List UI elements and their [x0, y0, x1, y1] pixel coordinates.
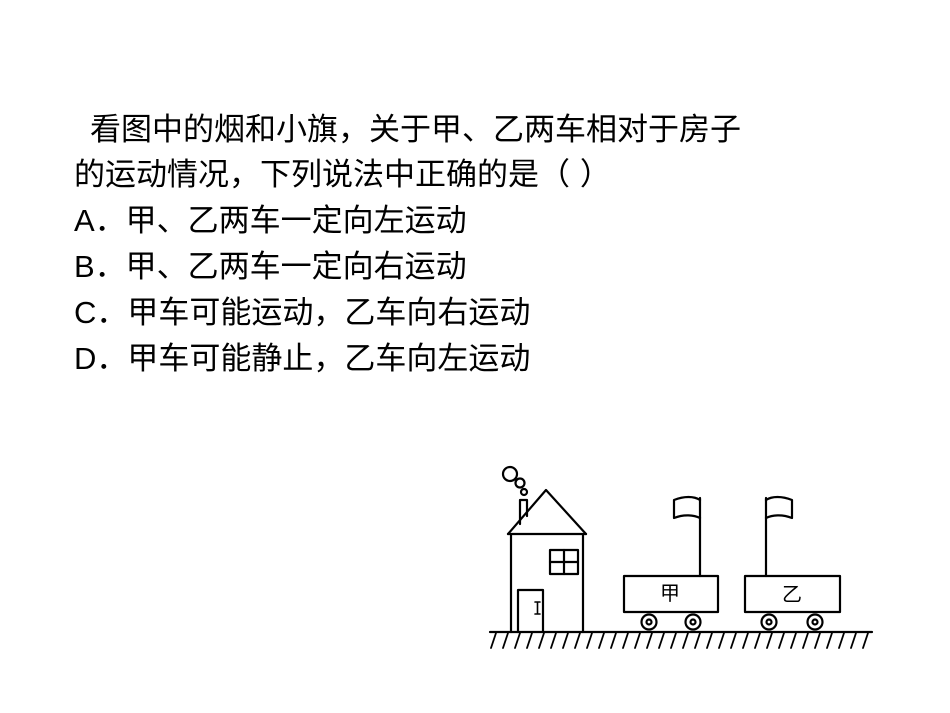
- smoke-puffs: [501, 465, 529, 497]
- option-a-text: ．甲、乙两车一定向左运动: [94, 203, 467, 239]
- option-c-letter: C: [74, 295, 97, 330]
- cart-jia-label: 甲: [660, 581, 680, 605]
- house-wall: [506, 532, 588, 634]
- smoke-puff-small: [519, 487, 529, 497]
- cart-yi: 乙: [743, 495, 842, 631]
- house-roof: [506, 488, 588, 536]
- house-and-carts-figure: 甲 乙: [488, 465, 874, 649]
- option-d-text: ．甲车可能静止，乙车向左运动: [96, 341, 531, 377]
- option-c: C．甲车可能运动，乙车向右运动: [74, 290, 894, 336]
- cart-yi-body: [743, 574, 842, 614]
- cart-yi-label: 乙: [782, 582, 802, 606]
- option-b-text: ．甲、乙两车一定向右运动: [94, 249, 467, 285]
- cart-yi-wheels: [760, 613, 824, 631]
- option-d: D．甲车可能静止，乙车向左运动: [74, 336, 894, 382]
- house-window: [548, 548, 580, 576]
- ground: [488, 630, 874, 649]
- question-stem-line-2: 的运动情况，下列说法中正确的是（ ）: [74, 157, 611, 193]
- cart-jia-body: [622, 574, 720, 614]
- smoke-puff-large: [501, 465, 519, 483]
- option-c-text: ．甲车可能运动，乙车向右运动: [96, 295, 531, 331]
- option-b-letter: B: [74, 249, 95, 284]
- option-a: A．甲、乙两车一定向左运动: [74, 198, 894, 244]
- question-block: 看图中的烟和小旗，关于甲、乙两车相对于房子 的运动情况，下列说法中正确的是（ ）…: [74, 108, 894, 382]
- option-a-letter: A: [74, 203, 95, 238]
- question-stem-line-1: 看图中的烟和小旗，关于甲、乙两车相对于房子: [90, 112, 741, 148]
- flag-jia: [672, 495, 702, 578]
- chimney: [518, 498, 529, 526]
- smoke-puff-medium: [514, 477, 526, 489]
- cart-jia: 甲: [622, 495, 720, 631]
- cart-jia-wheels: [640, 613, 702, 631]
- option-b: B．甲、乙两车一定向右运动: [74, 244, 894, 290]
- house: [506, 488, 588, 634]
- house-door: [516, 588, 545, 634]
- option-d-letter: D: [74, 341, 97, 376]
- flag-yi: [764, 495, 794, 578]
